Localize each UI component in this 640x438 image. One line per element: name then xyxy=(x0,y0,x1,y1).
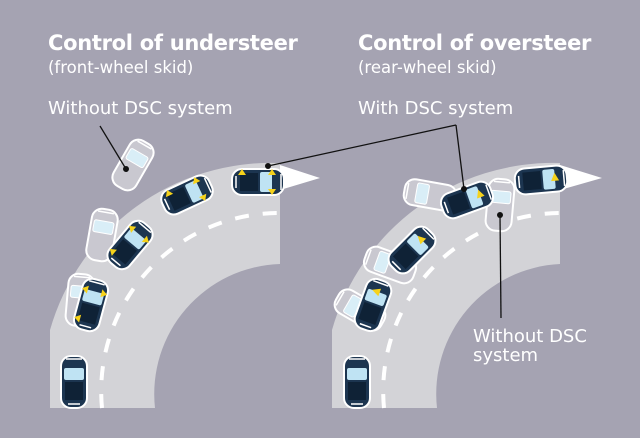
direction-arrow-left xyxy=(280,165,320,190)
callout-without-dsc-right-line1: Without DSC xyxy=(473,326,587,347)
panel-subtitle-understeer: (front-wheel skid) xyxy=(48,58,194,77)
panel-title-understeer: Control of understeer xyxy=(48,31,298,55)
road-left xyxy=(50,162,320,409)
callout-with-dsc: With DSC system xyxy=(358,98,514,119)
callout-lines xyxy=(99,124,503,319)
panel-title-oversteer: Control of oversteer xyxy=(358,31,592,55)
callout-without-dsc-right-line2: system xyxy=(473,345,539,366)
callout-without-dsc-right: Without DSC system xyxy=(473,327,587,365)
callout-without-dsc-left: Without DSC system xyxy=(48,98,233,119)
direction-arrow-right xyxy=(560,165,602,190)
panel-subtitle-oversteer: (rear-wheel skid) xyxy=(358,58,497,77)
